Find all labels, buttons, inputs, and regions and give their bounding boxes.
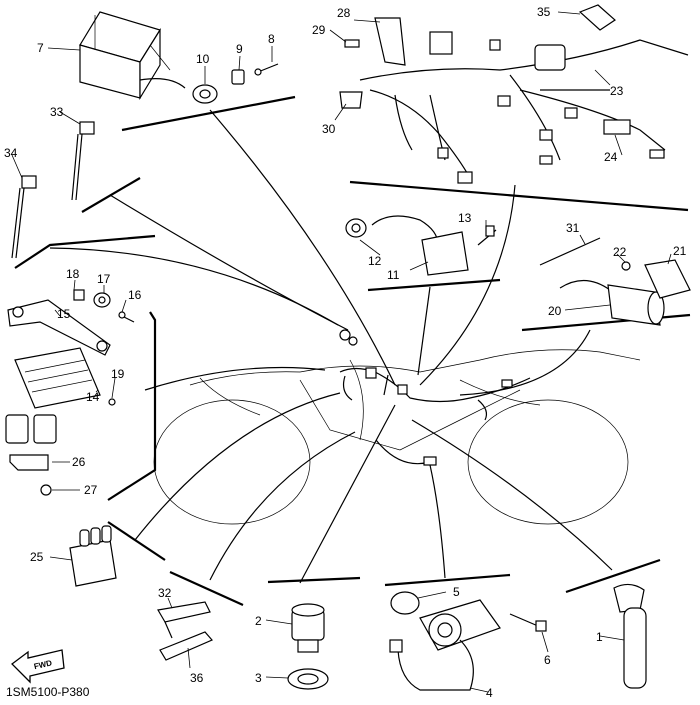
callout-26: 26 — [72, 455, 86, 469]
parts-33-34 — [11, 111, 95, 259]
callout-19: 19 — [111, 367, 125, 381]
callout-8: 8 — [268, 32, 275, 46]
callout-36: 36 — [190, 671, 204, 685]
parts-4-5-6 — [389, 591, 549, 693]
group-frames — [14, 95, 691, 607]
callout-6: 6 — [544, 653, 551, 667]
upper-harness — [329, 4, 689, 184]
callout-22: 22 — [613, 245, 627, 259]
parts-2-3 — [265, 603, 329, 690]
part-1-plug-cap — [599, 583, 647, 689]
fwd-arrow-icon: FWD — [11, 649, 65, 684]
callout-1: 1 — [596, 630, 603, 644]
callout-9: 9 — [236, 42, 243, 56]
callout-16: 16 — [128, 288, 142, 302]
callout-5: 5 — [453, 585, 460, 599]
parts-11-12-13 — [345, 215, 497, 276]
callout-28: 28 — [337, 6, 351, 20]
callout-17: 17 — [97, 272, 111, 286]
callout-33: 33 — [50, 105, 64, 119]
parts-14-to-27 — [5, 279, 135, 496]
callout-4: 4 — [486, 686, 493, 700]
callout-11: 11 — [387, 268, 400, 282]
parts-20-21-22-31 — [539, 234, 691, 326]
callout-12: 12 — [368, 254, 382, 268]
motorcycle-outline — [153, 349, 641, 525]
callout-18: 18 — [66, 267, 80, 281]
callout-35: 35 — [537, 5, 551, 19]
callout-24: 24 — [604, 150, 618, 164]
fwd-label: FWD — [33, 658, 53, 671]
callout-20: 20 — [548, 304, 562, 318]
callout-23: 23 — [610, 84, 624, 98]
drawing-code: 1SM5100-P380 — [6, 685, 90, 699]
parts-8-9-10 — [192, 46, 279, 104]
callout-31: 31 — [566, 221, 580, 235]
callout-13: 13 — [458, 211, 472, 225]
callout-2: 2 — [255, 614, 262, 628]
leader-lines — [49, 109, 613, 584]
callout-34: 34 — [4, 146, 18, 160]
callout-10: 10 — [196, 52, 210, 66]
callout-7: 7 — [37, 41, 44, 55]
callout-15: 15 — [57, 307, 71, 321]
callout-3: 3 — [255, 671, 262, 685]
callout-25: 25 — [30, 550, 44, 564]
part-25-connector — [49, 525, 117, 587]
central-harness — [339, 329, 531, 466]
callout-27: 27 — [84, 483, 98, 497]
callout-29: 29 — [312, 23, 326, 37]
part-7-ecu — [47, 11, 186, 101]
callout-21: 21 — [673, 244, 687, 258]
parts-32-36 — [157, 597, 213, 669]
callout-32: 32 — [158, 586, 172, 600]
callout-14: 14 — [86, 390, 100, 404]
callout-labels: 1 2 3 4 5 6 7 8 9 10 11 12 13 14 15 16 1… — [4, 5, 687, 700]
callout-30: 30 — [322, 122, 336, 136]
